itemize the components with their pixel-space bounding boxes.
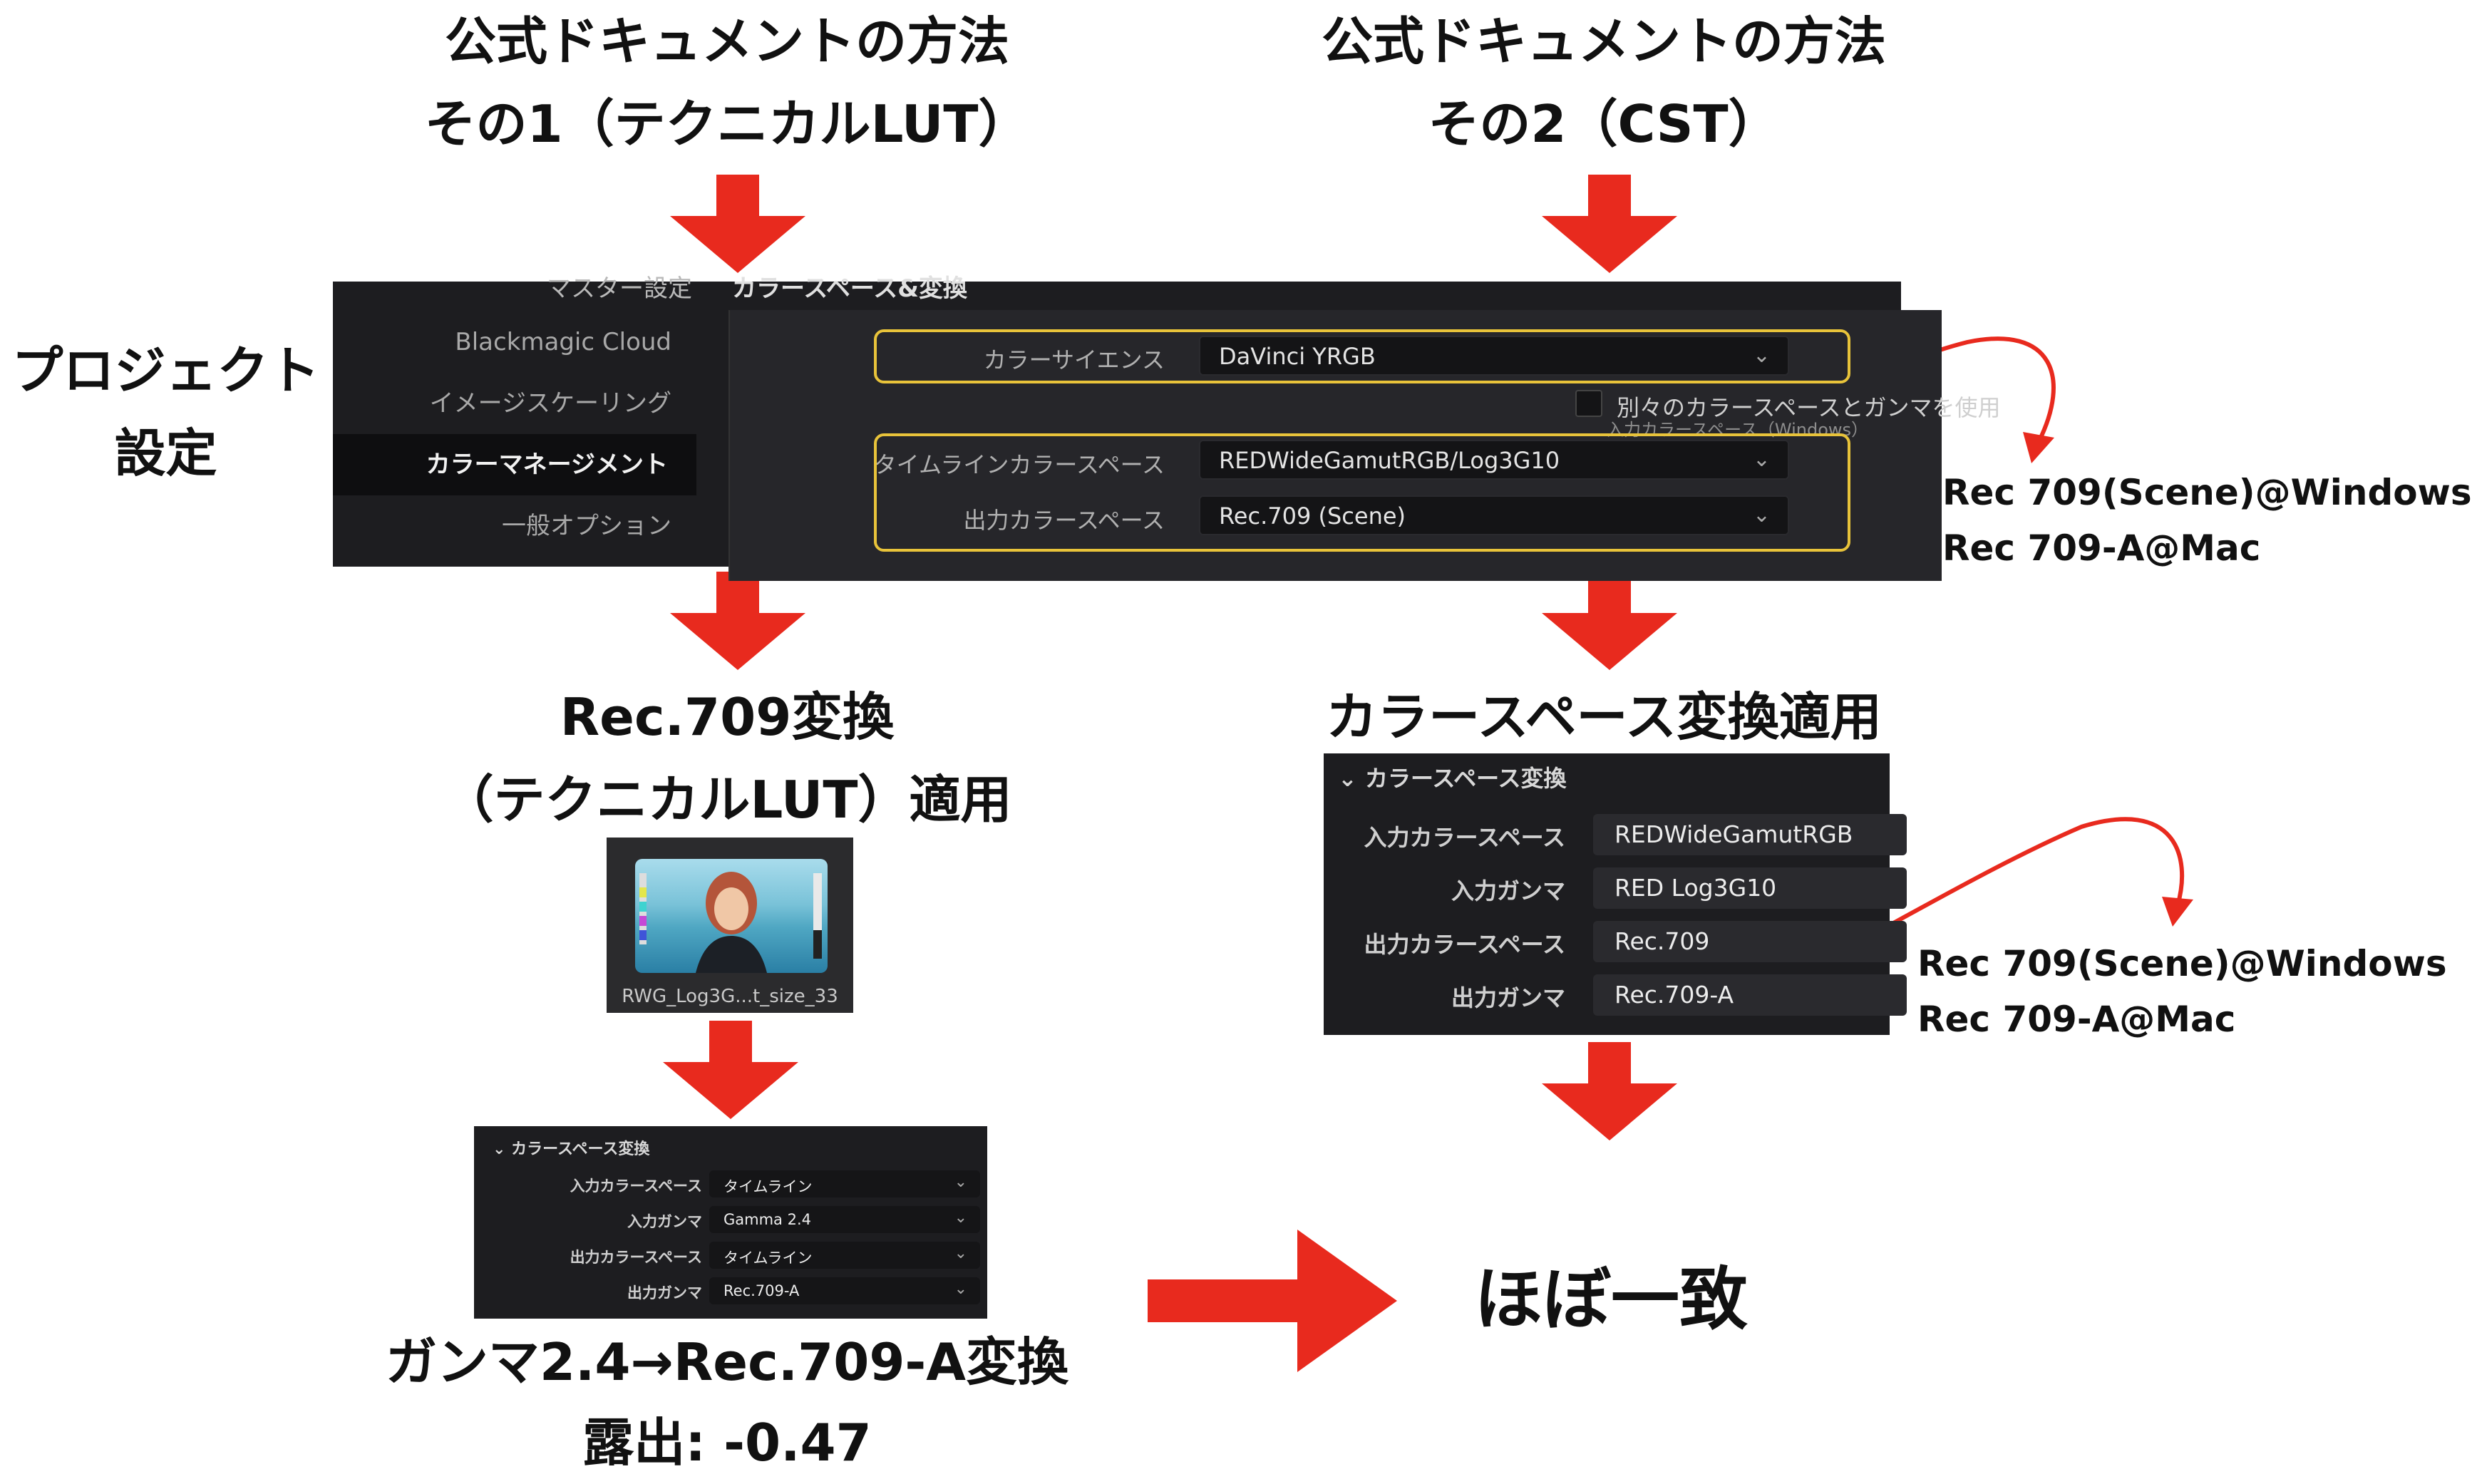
section-cut-label: カラースペース&変換	[732, 274, 967, 303]
color-science-highlight	[874, 329, 1850, 383]
cst-left-value-4: Rec.709-A	[723, 1282, 800, 1299]
left-title-line1: 公式ドキュメントの方法	[444, 11, 1009, 71]
right-arrow-icon	[1148, 1230, 1397, 1372]
chevron-down-icon: ⌄	[954, 1280, 967, 1298]
chevron-down-icon: ⌄	[1752, 343, 1771, 368]
separate-colorspace-label: 別々のカラースペースとガンマを使用	[1617, 394, 2001, 421]
left-step4-line2: 露出: -0.47	[582, 1413, 872, 1473]
nav-item-color-management[interactable]: カラーマネージメント	[333, 434, 696, 495]
chevron-down-icon: ⌄	[1752, 503, 1771, 527]
cst-left-dropdown-1[interactable]: タイムライン ⌄	[709, 1170, 980, 1197]
down-arrow-icon	[1542, 1042, 1677, 1140]
color-science-dropdown[interactable]: DaVinci YRGB ⌄	[1199, 336, 1789, 376]
cst-right-label-4: 出力ガンマ	[1451, 984, 1565, 1011]
cst-right-value-4: Rec.709-A	[1614, 981, 1734, 1009]
project-settings-label-line2: 設定	[114, 423, 217, 483]
right-step2: カラースペース変換適用	[1326, 687, 1882, 747]
chevron-down-icon: ⌄	[954, 1173, 967, 1191]
note-lower-line1: Rec 709(Scene)@Windows	[1917, 943, 2447, 984]
portrait-illustration	[639, 872, 822, 973]
right-title-line1: 公式ドキュメントの方法	[1321, 11, 1886, 71]
nav-item-image-scaling[interactable]: イメージスケーリング	[429, 389, 671, 418]
cst-left-value-1: タイムライン	[723, 1178, 813, 1195]
output-colorspace-label: 出力カラースペース	[963, 507, 1165, 534]
nav-item-general-options[interactable]: 一般オプション	[502, 512, 671, 540]
cst-panel-right: ⌄ カラースペース変換 入力カラースペース REDWideGamutRGB 入力…	[1324, 753, 1907, 1035]
cst-left-value-3: タイムライン	[723, 1249, 813, 1267]
cst-left-title-text: カラースペース変換	[511, 1140, 650, 1158]
cst-title-text: カラースペース変換	[1364, 765, 1567, 792]
cst-right-label-1: 入力カラースペース	[1364, 824, 1565, 851]
note-upper-line2: Rec 709-A@Mac	[1942, 527, 2261, 569]
cst-left-label-2: 入力ガンマ	[627, 1213, 702, 1230]
project-settings-label-line1: プロジェクト	[11, 341, 320, 401]
right-title-line2: その2（CST）	[1428, 94, 1780, 154]
note-upper-line1: Rec 709(Scene)@Windows	[1942, 472, 2472, 513]
cst-right-label-3: 出力カラースペース	[1364, 931, 1565, 958]
cst-left-dropdown-2[interactable]: Gamma 2.4 ⌄	[709, 1206, 980, 1233]
cst-right-field-4[interactable]: Rec.709-A	[1593, 974, 1907, 1016]
colorspace-highlight	[874, 433, 1850, 552]
lut-node-thumbnail[interactable]: RWG_Log3G...t_size_33	[607, 838, 853, 1013]
cst-left-label-1: 入力カラースペース	[570, 1178, 702, 1195]
settings-content: カラーサイエンス DaVinci YRGB ⌄ 別々のカラースペースとガンマを使…	[728, 310, 2001, 581]
portrait-image	[635, 859, 828, 973]
down-arrow-icon	[1542, 572, 1677, 670]
cst-left-value-2: Gamma 2.4	[723, 1211, 811, 1228]
cst-right-field-3[interactable]: Rec.709	[1593, 921, 1907, 962]
down-arrow-icon	[670, 175, 805, 273]
chevron-down-icon[interactable]: ⌄	[493, 1140, 512, 1158]
note-lower-line2: Rec 709-A@Mac	[1917, 999, 2236, 1040]
color-science-label: カラーサイエンス	[983, 346, 1165, 373]
left-title-line2: その1（テクニカルLUT）	[424, 94, 1030, 154]
timeline-colorspace-label: タイムラインカラースペース	[873, 451, 1165, 478]
cst-left-label-3: 出力カラースペース	[570, 1249, 702, 1266]
timeline-colorspace-dropdown[interactable]: REDWideGamutRGB/Log3G10 ⌄	[1199, 440, 1789, 480]
separate-colorspace-checkbox[interactable]	[1575, 390, 1602, 417]
chevron-down-icon[interactable]: ⌄	[1338, 765, 1365, 792]
cst-panel-right-title: ⌄ カラースペース変換	[1338, 761, 1567, 793]
down-arrow-icon	[663, 1021, 798, 1119]
thumbnail-caption: RWG_Log3G...t_size_33	[622, 986, 838, 1007]
chevron-down-icon: ⌄	[1752, 447, 1771, 472]
cst-left-dropdown-3[interactable]: タイムライン ⌄	[709, 1242, 980, 1269]
cst-right-value-2: RED Log3G10	[1614, 874, 1777, 902]
nav-item-blackmagic-cloud[interactable]: Blackmagic Cloud	[455, 328, 671, 356]
hidden-row-text: 入力カラースペース（Windows）	[1607, 420, 1869, 440]
cst-left-dropdown-4[interactable]: Rec.709-A ⌄	[709, 1277, 980, 1304]
note-lower: Rec 709(Scene)@Windows Rec 709-A@Mac	[1917, 936, 2447, 1047]
project-settings-label: プロジェクト 設定	[0, 329, 331, 495]
note-upper: Rec 709(Scene)@Windows Rec 709-A@Mac	[1942, 465, 2472, 576]
cst-right-field-1[interactable]: REDWideGamutRGB	[1593, 814, 1907, 855]
chevron-down-icon: ⌄	[954, 1245, 967, 1262]
project-settings-panel: マスター設定 カラースペース&変換 Blackmagic Cloud イメージス…	[333, 274, 2001, 581]
cst-left-label-4: 出力ガンマ	[627, 1284, 702, 1302]
cst-right-value-3: Rec.709	[1614, 927, 1710, 955]
timeline-colorspace-value: REDWideGamutRGB/Log3G10	[1219, 447, 1560, 474]
left-step2-line2: （テクニカルLUT）適用	[442, 770, 1012, 830]
cst-panel-left-title: ⌄ カラースペース変換	[493, 1136, 649, 1159]
master-settings-cut-label: マスター設定	[547, 274, 692, 303]
left-step4-line1: ガンマ2.4→Rec.709-A変換	[385, 1332, 1069, 1392]
color-science-value: DaVinci YRGB	[1219, 343, 1376, 370]
result-text: ほぼ一致	[1474, 1259, 1748, 1339]
cst-panel-left: ⌄ カラースペース変換 入力カラースペース タイムライン ⌄ 入力ガンマ Gamm…	[474, 1126, 987, 1319]
cst-right-label-2: 入力ガンマ	[1451, 877, 1565, 905]
output-colorspace-value: Rec.709 (Scene)	[1219, 503, 1406, 530]
left-step2-line1: Rec.709変換	[560, 687, 895, 747]
output-colorspace-dropdown[interactable]: Rec.709 (Scene) ⌄	[1199, 495, 1789, 535]
down-arrow-icon	[670, 572, 805, 670]
cst-right-value-1: REDWideGamutRGB	[1614, 820, 1853, 848]
down-arrow-icon	[1542, 175, 1677, 273]
cst-right-field-2[interactable]: RED Log3G10	[1593, 867, 1907, 909]
chevron-down-icon: ⌄	[954, 1209, 967, 1227]
